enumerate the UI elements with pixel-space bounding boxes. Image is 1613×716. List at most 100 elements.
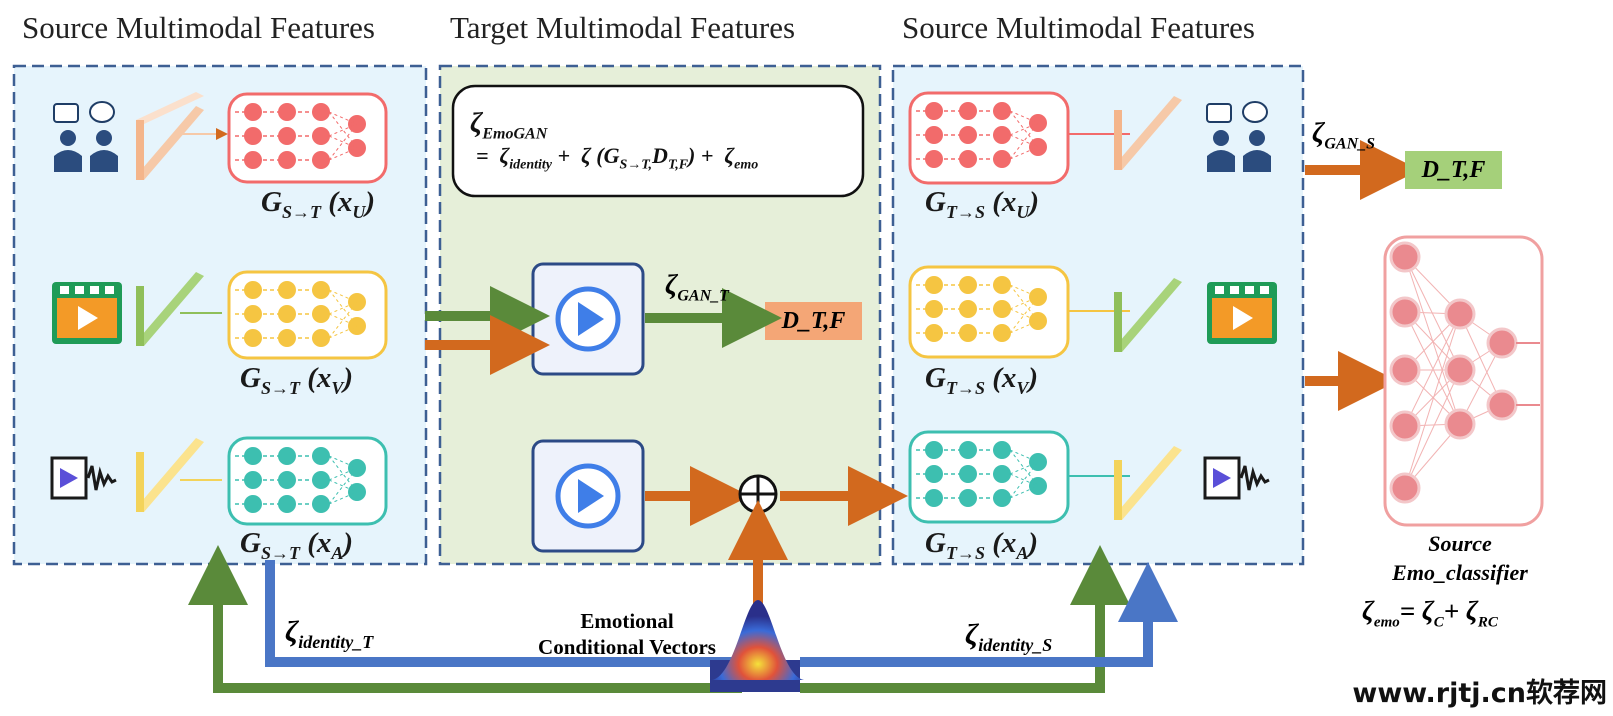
generator-node bbox=[925, 489, 943, 507]
generator-node bbox=[993, 102, 1011, 120]
emotional-vectors-label: Emotional Conditional Vectors bbox=[538, 609, 716, 660]
generator-node bbox=[278, 471, 296, 489]
generator-node bbox=[312, 127, 330, 145]
generator-label-a-left: GS→T (xA) bbox=[240, 527, 354, 563]
generator-node bbox=[312, 281, 330, 299]
generator-node bbox=[959, 126, 977, 144]
loss-formula: ζEmoGAN bbox=[470, 108, 548, 143]
header-middle: Target Multimodal Features bbox=[450, 10, 796, 45]
feature-bar-a-right bbox=[1114, 446, 1182, 520]
generator-net-1 bbox=[235, 281, 366, 347]
generator-net-0 bbox=[235, 103, 366, 169]
generator-node bbox=[993, 324, 1011, 342]
gan-t-loss: ζGAN_T bbox=[665, 270, 729, 305]
emo-loss-formula: ζemo= ζC+ ζRC bbox=[1362, 596, 1498, 631]
generator-node bbox=[278, 447, 296, 465]
generator-node bbox=[244, 103, 262, 121]
generator-node bbox=[959, 441, 977, 459]
feature-bar-a-left bbox=[136, 438, 204, 512]
feature-bar-v-left bbox=[136, 272, 204, 346]
people-icon bbox=[53, 101, 118, 172]
generator-node bbox=[925, 300, 943, 318]
generator-node bbox=[925, 150, 943, 168]
generator-node bbox=[959, 276, 977, 294]
header-left: Source Multimodal Features bbox=[22, 10, 375, 45]
generator-node bbox=[959, 300, 977, 318]
generator-label-u-left: GS→T (xU) bbox=[261, 186, 376, 222]
generator-node bbox=[278, 151, 296, 169]
neural-net-icon bbox=[1383, 235, 1544, 527]
generator-box-u-left bbox=[227, 92, 388, 184]
generator-node bbox=[993, 150, 1011, 168]
classifier-label: Source Emo_classifier bbox=[1392, 531, 1528, 585]
watermark: www.rjtj.cn软荐网 bbox=[1352, 678, 1607, 709]
generator-node bbox=[312, 329, 330, 347]
generator-node bbox=[278, 305, 296, 323]
generator-node bbox=[925, 102, 943, 120]
generator-node bbox=[278, 495, 296, 513]
feature-bar-u-right bbox=[1114, 96, 1182, 170]
gaussian-icon bbox=[710, 600, 804, 692]
generator-node bbox=[993, 489, 1011, 507]
generator-node bbox=[925, 324, 943, 342]
discriminator-text-right: D_T,F bbox=[1421, 157, 1486, 183]
audio-video-icon bbox=[50, 456, 117, 500]
generator-node bbox=[244, 127, 262, 145]
video-icon bbox=[52, 282, 122, 344]
generator-node bbox=[993, 441, 1011, 459]
generator-node bbox=[959, 150, 977, 168]
generator-node bbox=[244, 281, 262, 299]
generator-node bbox=[925, 126, 943, 144]
generator-label-v-left: GS→T (xV) bbox=[240, 362, 354, 398]
generator-node bbox=[244, 495, 262, 513]
generator-box-a-left bbox=[227, 436, 388, 526]
generator-label-u-right: GT→S (xU) bbox=[925, 186, 1040, 222]
generator-node bbox=[244, 305, 262, 323]
generator-net-3 bbox=[916, 102, 1047, 168]
generator-node bbox=[959, 324, 977, 342]
generator-node bbox=[925, 441, 943, 459]
generator-node bbox=[993, 276, 1011, 294]
generator-node bbox=[312, 305, 330, 323]
video-icon bbox=[1207, 282, 1277, 344]
generator-node bbox=[925, 465, 943, 483]
generator-box-u-right bbox=[908, 91, 1070, 185]
people-icon bbox=[1206, 101, 1271, 172]
generator-node bbox=[244, 151, 262, 169]
generator-node bbox=[244, 329, 262, 347]
generator-label-a-right: GT→S (xA) bbox=[925, 527, 1039, 563]
generator-node bbox=[959, 489, 977, 507]
generator-node bbox=[244, 471, 262, 489]
identity-t-loss: ζidentity_T bbox=[285, 615, 374, 652]
loss-formula-line2: = ζidentity + ζ (GS→T,DT,F) + ζemo bbox=[476, 143, 759, 173]
discriminator-text-middle: D_T,F bbox=[781, 308, 846, 334]
generator-node bbox=[993, 300, 1011, 318]
generator-node bbox=[959, 102, 977, 120]
generator-box-v-left bbox=[227, 270, 388, 360]
generator-node bbox=[925, 276, 943, 294]
audio-video-icon bbox=[1203, 456, 1270, 500]
generator-node bbox=[312, 447, 330, 465]
generator-node bbox=[244, 447, 262, 465]
generator-node bbox=[312, 471, 330, 489]
generator-node bbox=[312, 151, 330, 169]
feature-bar-u-left bbox=[136, 92, 204, 180]
generator-node bbox=[993, 465, 1011, 483]
identity-s-loss: ζidentity_S bbox=[965, 618, 1053, 655]
gan-s-loss: ζGAN_S bbox=[1312, 118, 1376, 153]
header-right: Source Multimodal Features bbox=[902, 10, 1255, 45]
generator-node bbox=[278, 103, 296, 121]
generator-net-5 bbox=[916, 441, 1047, 507]
generator-node bbox=[278, 281, 296, 299]
generator-node bbox=[312, 103, 330, 121]
discriminator-label-right bbox=[1405, 151, 1502, 189]
generator-node bbox=[993, 126, 1011, 144]
discriminator-icon bbox=[555, 286, 621, 529]
generator-node bbox=[278, 329, 296, 347]
generator-net-4 bbox=[916, 276, 1047, 342]
generator-label-v-right: GT→S (xV) bbox=[925, 362, 1039, 398]
generator-node bbox=[312, 495, 330, 513]
loss-box bbox=[451, 84, 865, 198]
